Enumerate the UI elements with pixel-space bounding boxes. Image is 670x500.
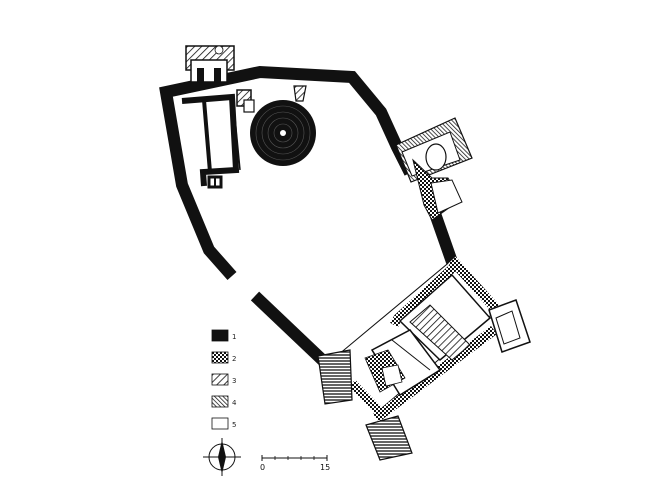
- legend-label-5: 5: [232, 421, 236, 429]
- legend-swatch-4: [211, 395, 229, 408]
- compass-rose-icon: [203, 438, 241, 476]
- west-hall: [181, 93, 241, 189]
- legend-swatch-2: [211, 351, 229, 364]
- legend-label-3: 3: [232, 377, 236, 385]
- scale-end-label: 15: [320, 463, 330, 472]
- round-keep: [250, 100, 316, 166]
- legend-label-2: 2: [232, 355, 236, 363]
- south-east-bailey: [317, 256, 531, 461]
- legend-swatch-5: [211, 417, 229, 430]
- legend-label-1: 1: [232, 333, 236, 341]
- east-gatehouse: [395, 117, 473, 221]
- north-gate-tower: [185, 45, 235, 83]
- legend-swatch-1: [211, 329, 229, 342]
- keep-annex: [236, 85, 307, 113]
- scale-bar: 0 15: [260, 455, 330, 472]
- legend-swatch-3: [211, 373, 229, 386]
- legend-label-4: 4: [232, 399, 237, 407]
- legend: 1 2 3 4 5: [211, 329, 237, 430]
- scale-start-label: 0: [260, 463, 265, 472]
